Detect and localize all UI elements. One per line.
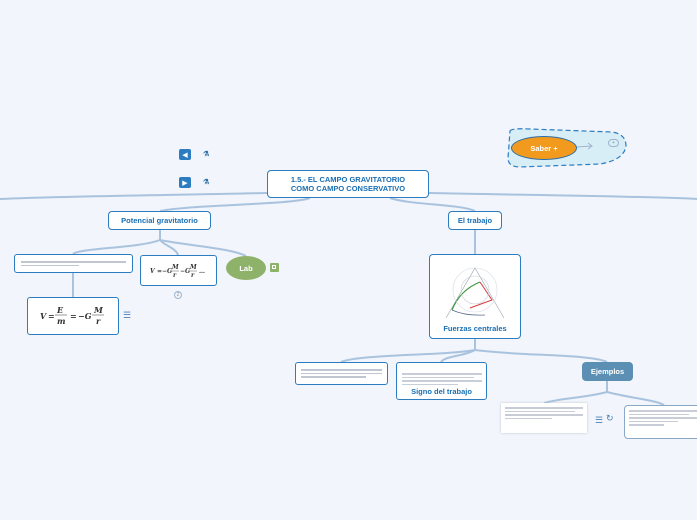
- svg-text:r: r: [173, 272, 177, 279]
- link-ejemplos-right: [606, 391, 665, 406]
- link-root-right-edge: [428, 192, 697, 200]
- svg-text:=: =: [70, 311, 77, 321]
- el-trabajo-label: El trabajo: [457, 216, 493, 225]
- potencial-gravitatorio-node[interactable]: Potencial gravitatorio: [108, 211, 211, 230]
- svg-text:…: …: [199, 268, 205, 275]
- ejemplos-label: Ejemplos: [590, 367, 625, 376]
- example-left-text-lines: [505, 407, 583, 419]
- link-potencial-formula: [159, 239, 179, 256]
- note-icon[interactable]: ☰: [123, 310, 132, 320]
- arrow-right-icon[interactable]: ▶: [179, 177, 191, 188]
- svg-text:M: M: [93, 305, 104, 315]
- link-fuerzas-eq: [340, 349, 476, 363]
- svg-text:−G: −G: [180, 268, 190, 275]
- link-root-potencial: [159, 197, 311, 212]
- svg-text:M: M: [189, 264, 197, 271]
- signo-del-trabajo-node[interactable]: Signo del trabajo: [396, 362, 487, 400]
- lab-node[interactable]: Lab: [226, 256, 266, 280]
- svg-text:V: V: [150, 268, 156, 275]
- collapse-toggle[interactable]: +: [608, 139, 619, 147]
- link-fuerzas-ejemplos: [474, 349, 608, 363]
- svg-text:=: =: [157, 268, 162, 275]
- svg-text:=: =: [48, 311, 55, 321]
- link-root-trabajo: [389, 197, 476, 212]
- example-right-text-lines: [629, 410, 697, 426]
- saber-mas-node[interactable]: Saber +: [511, 136, 577, 160]
- fuerzas-centrales-node[interactable]: Fuerzas centrales: [429, 254, 521, 339]
- el-trabajo-node[interactable]: El trabajo: [448, 211, 502, 230]
- link-potencial-lab: [159, 239, 247, 257]
- svg-text:E: E: [56, 305, 64, 315]
- fuerzas-centrales-label: Fuerzas centrales: [443, 324, 507, 333]
- user-icon: ⚗: [203, 179, 210, 186]
- signo-text-lines: [401, 373, 482, 385]
- link-fuerzas-signo: [440, 349, 476, 363]
- example-card-left[interactable]: [501, 403, 587, 433]
- link-root-left-edge: [0, 192, 268, 200]
- link-potencial-def: [72, 239, 161, 255]
- note-icon[interactable]: ☰: [595, 415, 604, 425]
- svg-text:m: m: [57, 316, 65, 326]
- user-icon: ⚗: [203, 151, 210, 158]
- example-card-right[interactable]: [624, 405, 697, 439]
- svg-text:−G: −G: [162, 268, 172, 275]
- root-title: 1.5.- EL CAMPO GRAVITATORIO COMO CAMPO C…: [290, 175, 406, 193]
- ejemplos-node[interactable]: Ejemplos: [582, 362, 633, 381]
- svg-text:r: r: [96, 316, 101, 326]
- potencial-gravitatorio-label: Potencial gravitatorio: [121, 216, 198, 225]
- saber-mas-label: Saber +: [530, 143, 558, 153]
- svg-text:−G: −G: [78, 311, 92, 321]
- saber-arrow-head: [587, 142, 593, 150]
- definition-note-node[interactable]: [14, 254, 133, 273]
- svg-text:r: r: [191, 272, 195, 279]
- potential-sum-formula-image: V= −G Mr −G Mr …: [150, 264, 205, 279]
- arrow-left-icon[interactable]: ◀: [179, 149, 191, 160]
- external-link-icon[interactable]: [270, 263, 279, 272]
- signo-del-trabajo-label: Signo del trabajo: [411, 387, 472, 396]
- central-forces-diagram: [445, 267, 505, 319]
- definition-text-lines: [21, 261, 126, 266]
- root-topic[interactable]: 1.5.- EL CAMPO GRAVITATORIO COMO CAMPO C…: [267, 170, 429, 198]
- saber-arrow: [576, 145, 592, 148]
- lab-label: Lab: [239, 263, 253, 273]
- link-icon[interactable]: ↻: [606, 413, 614, 423]
- svg-text:M: M: [171, 264, 179, 271]
- work-equation-image: [296, 369, 387, 378]
- collapse-toggle[interactable]: 2: [174, 291, 182, 299]
- svg-text:V: V: [40, 311, 47, 321]
- link-ejemplos-left: [543, 391, 608, 404]
- work-equation-node[interactable]: [295, 362, 388, 385]
- potential-formula-image: V= Em =−G Mr: [40, 305, 104, 326]
